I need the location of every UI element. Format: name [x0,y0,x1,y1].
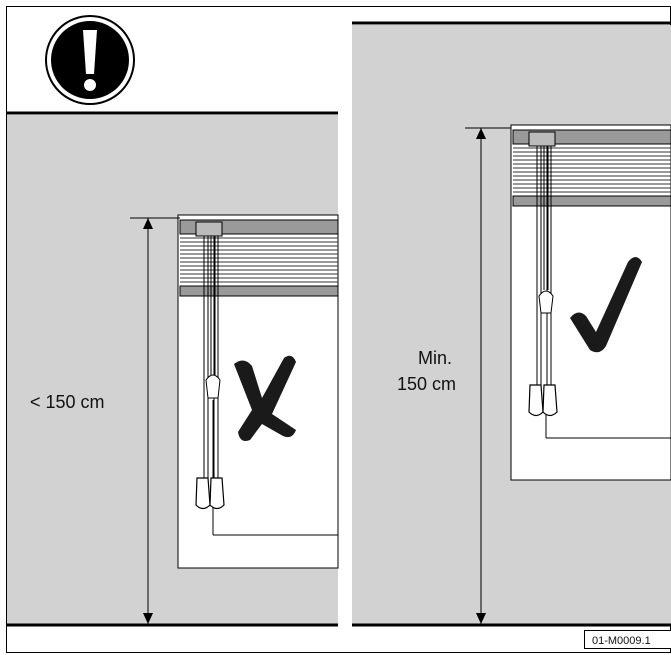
figure-code: 01-M0009.1 [592,635,651,647]
left-blind-slats [180,237,338,283]
right-panel: Min. 150 cm [352,21,671,627]
figure-code-box: 01-M0009.1 [584,630,671,649]
right-cords [536,146,671,439]
cross-mark-icon [234,355,296,441]
right-height-label-line1: Min. [418,348,452,368]
check-mark-icon [570,257,642,353]
left-height-label: < 150 cm [30,392,105,412]
right-blind-slats [513,147,671,193]
right-height-label-line2: 150 cm [397,374,456,394]
left-height-dimension [130,217,180,624]
warning-header [45,15,135,105]
left-cords [203,236,338,536]
left-panel: < 150 cm [6,15,339,627]
right-height-dimension [465,127,511,624]
right-window [510,124,671,481]
